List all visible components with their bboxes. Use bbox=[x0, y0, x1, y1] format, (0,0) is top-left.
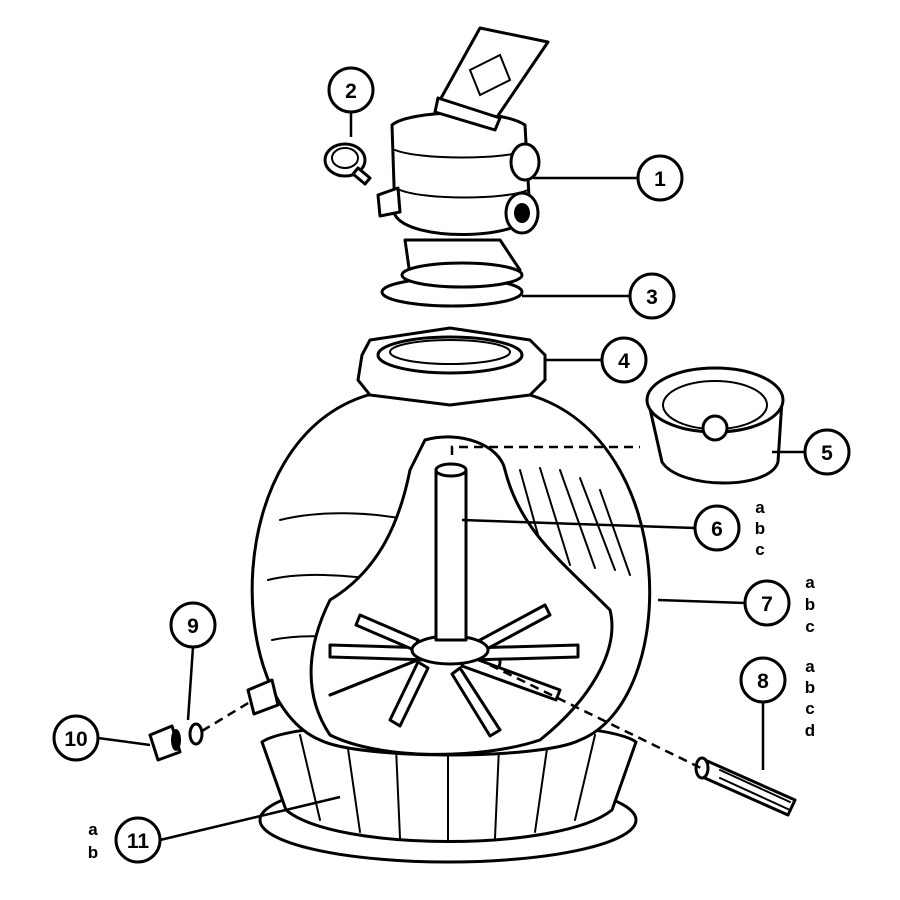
callout-6-variant-c: c bbox=[755, 540, 764, 559]
callout-8-label: 8 bbox=[757, 670, 769, 693]
callout-8-variant-a: a bbox=[805, 657, 815, 676]
callout-11: 11 a b bbox=[88, 816, 162, 864]
callout-8-variant-d: d bbox=[805, 721, 815, 740]
part-4-locking-ring bbox=[356, 326, 547, 407]
callout-1-label: 1 bbox=[654, 168, 666, 191]
part-1-multiport-valve bbox=[376, 26, 550, 289]
callout-5-label: 5 bbox=[821, 442, 833, 465]
callout-7-variant-b: b bbox=[805, 595, 815, 614]
part-9-drain-o-ring bbox=[188, 722, 204, 746]
callout-7-variant-a: a bbox=[805, 573, 815, 592]
callout-8-variant-b: b bbox=[805, 678, 815, 697]
callout-11-variant-a: a bbox=[88, 820, 98, 839]
callout-5: 5 bbox=[803, 428, 851, 476]
callout-8: 8 a b c d bbox=[739, 656, 815, 740]
callout-6: 6 a b c bbox=[693, 498, 765, 559]
part-10-drain-cap bbox=[148, 724, 182, 762]
part-5-basket bbox=[645, 366, 785, 485]
callout-7-variant-c: c bbox=[805, 617, 814, 636]
callout-6-variant-b: b bbox=[755, 519, 765, 538]
callout-9-label: 9 bbox=[187, 615, 199, 638]
callout-4-label: 4 bbox=[618, 350, 630, 373]
part-8-drain-pipe bbox=[694, 756, 797, 817]
callout-3: 3 bbox=[628, 272, 676, 320]
callout-4: 4 bbox=[600, 336, 648, 384]
callout-2: 2 bbox=[327, 66, 375, 114]
callout-10: 10 bbox=[52, 714, 100, 762]
callout-11-label: 11 bbox=[127, 830, 150, 853]
callout-9: 9 bbox=[169, 601, 217, 649]
callout-7: 7 a b c bbox=[743, 573, 815, 636]
callout-6-label: 6 bbox=[711, 518, 723, 541]
callout-6-variant-a: a bbox=[755, 498, 765, 517]
part-2-pressure-gauge bbox=[323, 142, 372, 186]
callout-10-label: 10 bbox=[64, 728, 87, 751]
callout-3-label: 3 bbox=[646, 286, 658, 309]
callout-7-label: 7 bbox=[761, 593, 773, 616]
part-11-base-stand bbox=[258, 720, 638, 864]
callout-11-variant-b: b bbox=[88, 843, 98, 862]
callout-8-variant-c: c bbox=[805, 699, 814, 718]
callout-2-label: 2 bbox=[345, 80, 357, 103]
part-6-standpipe-laterals bbox=[328, 462, 580, 738]
callout-1: 1 bbox=[636, 154, 684, 202]
leader-lines bbox=[97, 112, 805, 842]
